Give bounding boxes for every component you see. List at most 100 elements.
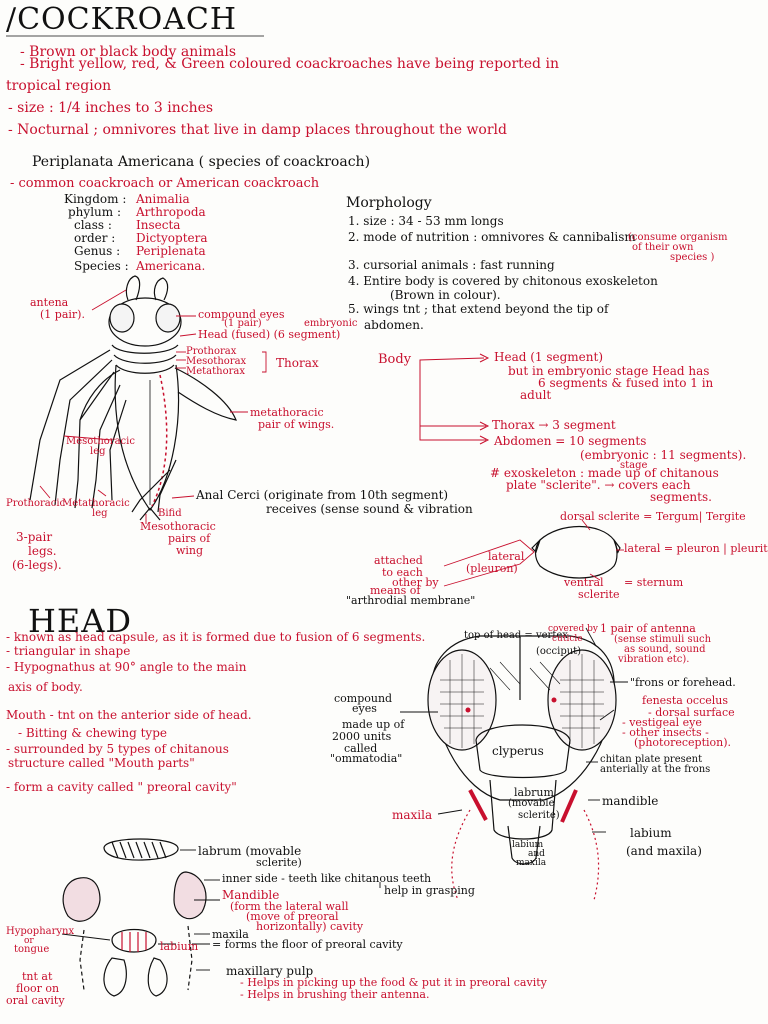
head-pointers xyxy=(400,627,628,833)
hd-labium-2: (and maxila) xyxy=(626,844,702,858)
morph-item-4b: (Brown in colour). xyxy=(390,288,501,302)
hd-antenna-3: as sound, sound xyxy=(624,644,706,655)
hd-labrum-2: (movable xyxy=(508,798,555,809)
label-three-pair-1: 3-pair xyxy=(16,530,53,544)
taxonomy-phylum-label: phylum : xyxy=(68,205,121,219)
tree-head-note-2: 6 segments & fused into 1 in xyxy=(538,376,714,390)
ocellus-dot xyxy=(465,707,471,713)
hd-compound-eyes-2: eyes xyxy=(352,702,377,715)
hd-fenesta-5: (photoreception). xyxy=(634,736,731,749)
intro-line-1: - Brown or black body animals xyxy=(20,44,237,60)
mp-help-grasping: help in grasping xyxy=(384,884,475,897)
sclerite-drawing xyxy=(531,525,621,579)
hd-antenna-1: 1 pair of antenna xyxy=(600,622,696,635)
label-antena: antena xyxy=(30,296,69,309)
head-point-4: axis of body. xyxy=(8,680,83,694)
mp-labium: labium xyxy=(160,940,199,953)
head-section-title: HEAD xyxy=(28,602,133,640)
label-mesothoracic-wing-3: wing xyxy=(176,544,204,557)
intro-line-5: - Nocturnal ; omnivores that live in dam… xyxy=(8,122,507,138)
mouth-line-4: structure called "Mouth parts" xyxy=(8,756,195,770)
label-prothorax: Prothorax xyxy=(186,346,237,357)
head-point-1: - known as head capsule, as it is formed… xyxy=(6,630,426,644)
sclerite-attached-1: attached xyxy=(374,554,423,567)
mp-hypopharynx-1: Hypopharynx xyxy=(6,926,75,937)
mp-tnt-at-3: oral cavity xyxy=(6,994,65,1007)
hd-frons: "frons or forehead. xyxy=(630,676,736,689)
tree-head-note-1: but in embryonic stage Head has xyxy=(508,364,710,378)
cannibal-note-1: (consume organism xyxy=(628,232,728,243)
sclerite-dorsal: dorsal sclerite = Tergum| Tergite xyxy=(560,510,746,523)
morphology-heading: Morphology xyxy=(346,195,432,211)
sclerite-attached-4: means of xyxy=(370,584,421,597)
hd-cuticle: cuticle xyxy=(552,634,583,644)
mp-tnt-at-2: floor on xyxy=(16,982,60,995)
hd-compound-eyes-1: compound xyxy=(334,692,393,705)
label-compound-eyes: compound eyes xyxy=(198,308,285,321)
cannibal-note-3: species ) xyxy=(670,252,715,263)
morph-item-5b: abdomen. xyxy=(364,318,424,332)
hd-top-of-head: top of head = vertex xyxy=(464,630,568,641)
ocellus-dot-2 xyxy=(551,697,557,703)
mp-labium-note: = forms the floor of preoral cavity xyxy=(212,938,403,951)
tree-thorax: Thorax → 3 segment xyxy=(492,418,616,432)
morph-item-3: 3. cursorial animals : fast running xyxy=(348,258,555,272)
mp-labrum-2: sclerite) xyxy=(256,856,302,869)
eye-facets xyxy=(440,654,604,748)
hd-labrum-1: labrum xyxy=(514,786,554,799)
morph-item-1: 1. size : 34 - 53 mm longs xyxy=(348,214,504,228)
hd-mandible: mandible xyxy=(602,794,659,808)
sclerite-arthrodial: "arthrodial membrane" xyxy=(346,594,476,607)
mouth-line-5: - form a cavity called " preoral cavity" xyxy=(6,780,237,794)
sclerite-attached-3: other by xyxy=(392,576,439,589)
label-anal-cerci-2: receives (sense sound & vibration xyxy=(266,502,473,516)
taxonomy-phylum-value: Arthropoda xyxy=(136,205,206,219)
tree-head-note-3: adult xyxy=(520,388,552,402)
morph-item-2: 2. mode of nutrition : omnivores & canni… xyxy=(348,230,636,244)
morph-item-4: 4. Entire body is covered by chitonous e… xyxy=(348,274,658,288)
intro-line-2: - Bright yellow, red, & Green coloured c… xyxy=(20,56,559,72)
mp-tnt-at-1: tnt at xyxy=(22,970,53,983)
label-mesothorax: Mesothorax xyxy=(186,356,247,367)
taxonomy-kingdom-value: Animalia xyxy=(136,192,190,206)
hd-compound-eyes-5: called xyxy=(344,742,378,755)
hd-compound-eyes-3: made up of xyxy=(342,718,405,731)
hd-labium-inner-1: labium xyxy=(512,840,544,850)
tree-head: Head (1 segment) xyxy=(494,350,604,364)
hd-fenesta-3: - vestigeal eye xyxy=(622,716,702,729)
tree-exoskeleton-1: # exoskeleton : made up of chitanous xyxy=(490,466,719,480)
clypeus-hatch xyxy=(489,661,561,691)
mp-mandible-note-2: (move of preoral xyxy=(246,910,339,923)
mp-mandible: Mandible xyxy=(222,888,280,902)
hd-compound-eyes-6: "ommatodia" xyxy=(330,752,403,765)
taxonomy-genus-value: Periplenata xyxy=(136,244,206,258)
mouth-line-1: Mouth - tnt on the anterior side of head… xyxy=(6,708,252,722)
tree-abdomen-note: (embryonic : 11 segments). xyxy=(580,448,747,462)
hd-clyperus: clyperus xyxy=(492,744,544,758)
label-three-pair-3: (6-legs). xyxy=(12,558,62,572)
label-three-pair-2: legs. xyxy=(28,544,57,558)
mp-mandible-note-3: horizontally) cavity xyxy=(256,920,364,933)
label-antena-pair: (1 pair). xyxy=(40,308,85,321)
sclerite-attached-2: to each xyxy=(382,566,423,579)
mp-pulp-note-1: - Helps in picking up the food & put it … xyxy=(240,976,547,989)
mp-hypopharynx-2: or xyxy=(24,936,34,946)
hd-labium-inner-3: maxila xyxy=(516,858,547,868)
hd-labium-inner-2: and xyxy=(528,849,545,859)
taxonomy-species-label: Species : xyxy=(74,259,129,273)
label-metathoracic-leg-1: Metathoracic xyxy=(62,498,130,509)
cannibal-note-2: of their own xyxy=(632,242,694,253)
tree-exoskeleton-3: segments. xyxy=(650,490,712,504)
intro-line-4: - size : 1/4 inches to 3 inches xyxy=(8,100,214,116)
label-metathoracic-leg-2: leg xyxy=(92,508,108,519)
mp-maxila: maxila xyxy=(212,928,249,941)
label-compound-eyes-pair: (1 pair) xyxy=(224,318,262,329)
label-mesothoracic-leg-1: Mesothoracic xyxy=(66,436,135,447)
label-mesothoracic-wing-2: pairs of xyxy=(168,532,211,545)
taxonomy-kingdom-label: Kingdom : xyxy=(64,192,127,206)
taxonomy-genus-label: Genus : xyxy=(74,244,121,258)
label-head-fused: Head (fused) (6 segment) xyxy=(198,328,341,341)
hd-fenesta-2: - dorsal surface xyxy=(648,706,735,719)
taxonomy-species-value: Americana. xyxy=(136,259,206,273)
sclerite-ventral-eq: = sternum xyxy=(624,576,684,589)
